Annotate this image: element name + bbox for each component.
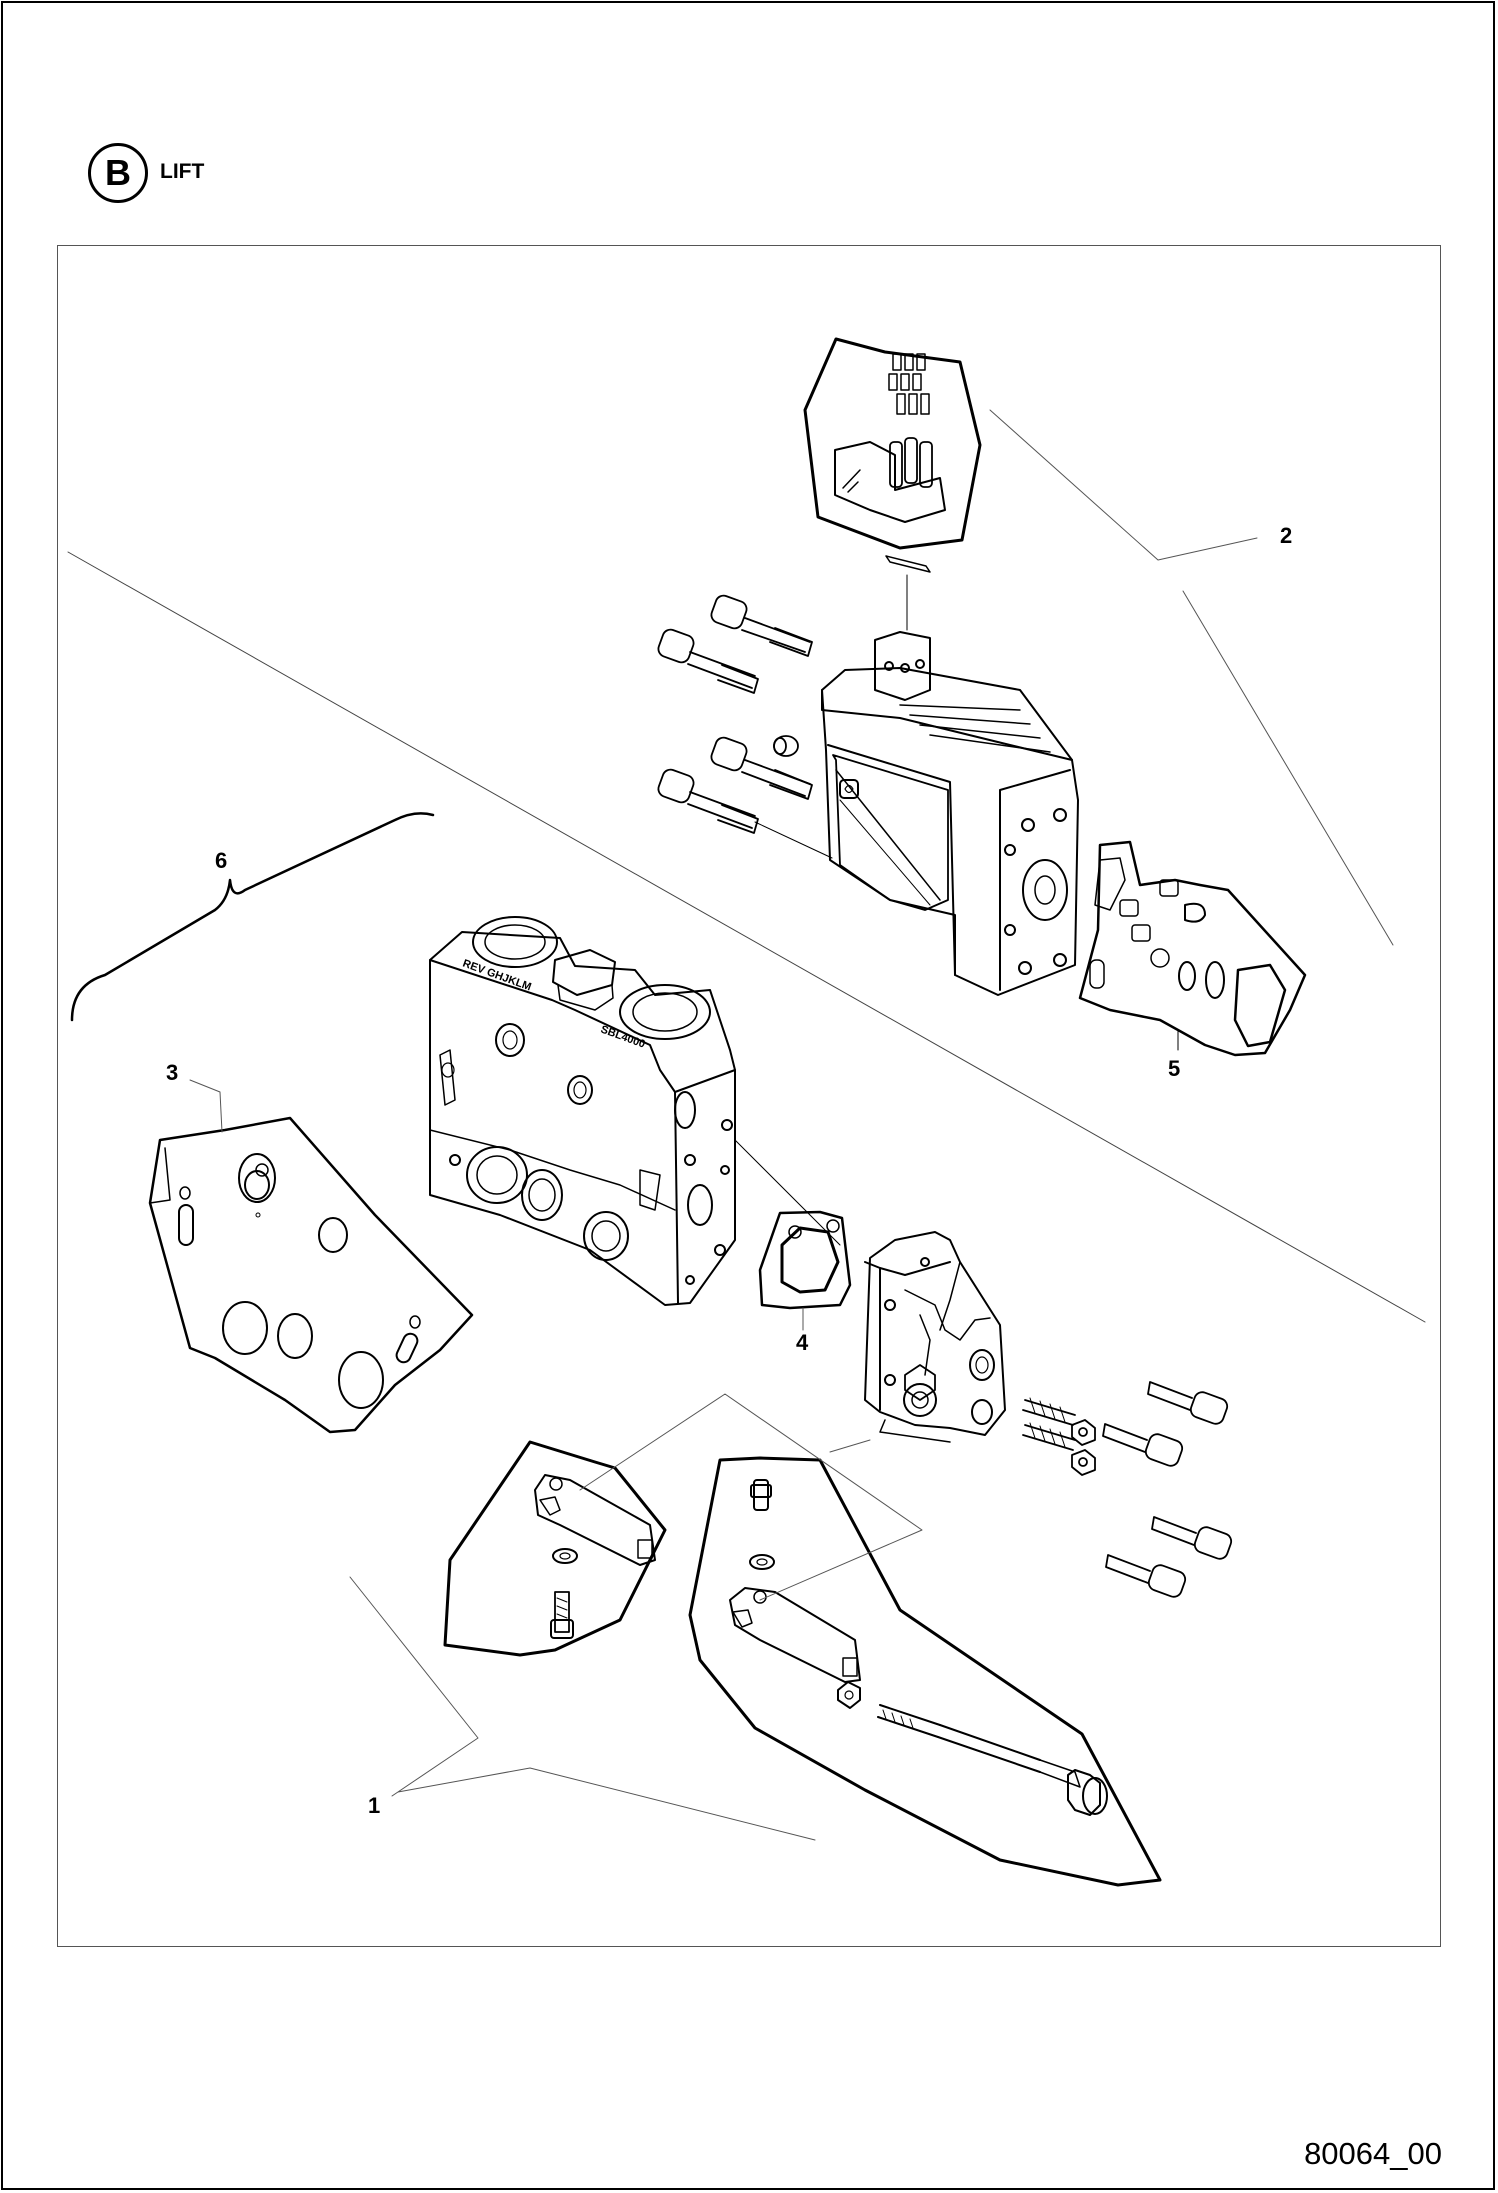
- callout-6: 6: [215, 848, 227, 873]
- connector-kit-outline: [803, 337, 982, 550]
- valve-body-marking-side: SBL4000: [599, 1024, 647, 1051]
- gasket-item-4: [758, 1210, 852, 1310]
- brace-item-6: [70, 812, 435, 1022]
- lever-kit-right: [688, 1456, 1162, 1887]
- callout-2: 2: [1280, 523, 1292, 548]
- leader-2: [989, 409, 1394, 946]
- section-badge: B: [88, 143, 148, 203]
- gasket-item-5: [1078, 840, 1307, 1057]
- section-title: LIFT: [160, 160, 205, 183]
- housing-fasteners: [1022, 1381, 1233, 1598]
- callout-4: 4: [796, 1330, 809, 1355]
- solenoid-bolts: [657, 594, 833, 859]
- solenoid-actuator-block: [821, 631, 1079, 996]
- drawing-frame: [57, 245, 1441, 1947]
- leader-3: [189, 1079, 223, 1133]
- connector-kit-group: [803, 337, 982, 631]
- valve-body-marking-top: REV GHJKLM: [461, 958, 533, 994]
- callout-1: 1: [368, 1793, 380, 1818]
- assembly-axis-line: [67, 551, 1426, 1323]
- lever-kit-left: [443, 1440, 667, 1657]
- main-valve-section: [429, 916, 736, 1306]
- callout-3: 3: [166, 1060, 178, 1085]
- lever-housing: [864, 1231, 1006, 1443]
- gasket-item-3: [148, 1116, 474, 1434]
- leader-1: [349, 1576, 816, 1841]
- callout-5: 5: [1168, 1056, 1180, 1081]
- drawing-number: 80064_00: [1304, 2136, 1442, 2171]
- section-letter: B: [105, 152, 131, 193]
